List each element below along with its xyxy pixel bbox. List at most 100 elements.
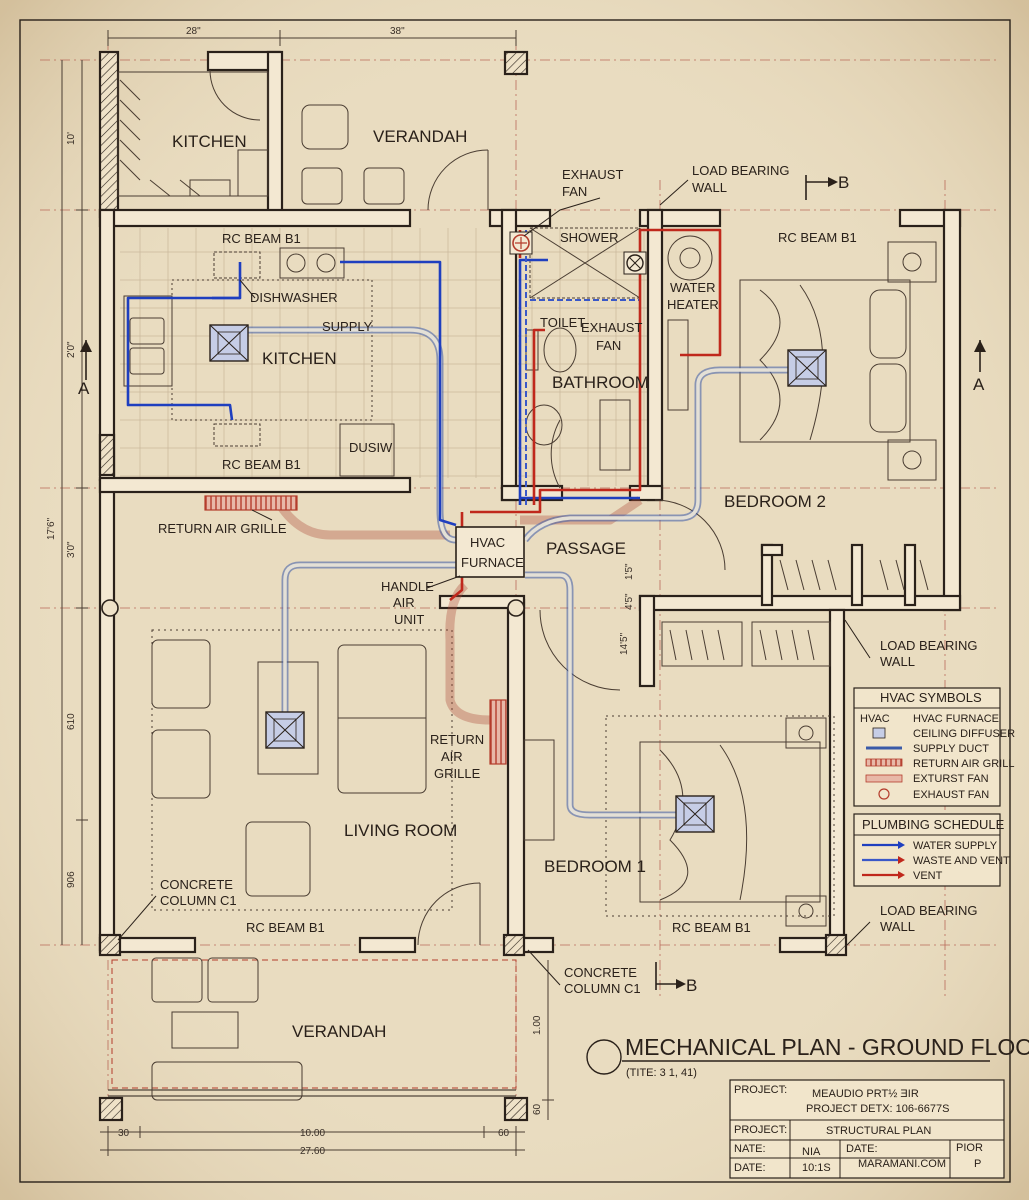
rc-beam-bedroom1: RC BEAM B1: [672, 920, 751, 935]
verandah-furniture: [151, 957, 303, 1101]
load-bearing-top-1: LOAD BEARING: [692, 163, 790, 178]
dim-left-overall: 17'6": [46, 517, 57, 540]
ceiling-diffuser-bedroom2: [787, 349, 827, 387]
tb-date2-value: 10:1S: [802, 1162, 831, 1174]
hvac-legend-item: EXHAUST FAN: [913, 789, 989, 801]
section-a-left-label: A: [78, 379, 90, 398]
room-bedroom1: BEDROOM 1: [544, 857, 646, 876]
tb-date-value-right: MARAMANI.COM: [858, 1158, 946, 1170]
room-passage: PASSAGE: [546, 539, 626, 558]
section-marker-a-left: A: [78, 340, 92, 398]
tb-date2-label: DATE:: [734, 1162, 766, 1174]
dishwasher-label: DISHWASHER: [250, 290, 338, 305]
closets: [661, 559, 929, 667]
hvac-furnace-unit: HVAC FURNACE: [455, 526, 525, 578]
dim-right-2: 60: [532, 1103, 543, 1115]
bedroom1-furniture: [523, 715, 835, 927]
room-verandah-bottom: VERANDAH: [292, 1022, 386, 1041]
rc-beam-living: RC BEAM B1: [246, 920, 325, 935]
exhaust-fan-top-label-1: EXHAUST: [562, 167, 623, 182]
concrete-column-left-1: CONCRETE: [160, 877, 233, 892]
room-bedroom2: BEDROOM 2: [724, 492, 826, 511]
plumbing-legend-title: PLUMBING SCHEDULE: [862, 817, 1005, 832]
exhaust-fan-icon: [878, 788, 890, 800]
handle-air-unit-label-2: AIR: [393, 595, 415, 610]
return-air-grille-mid: [489, 699, 507, 765]
tb-nate-label: NATE:: [734, 1143, 766, 1155]
kitchen-counters: [123, 247, 395, 477]
exturst-fan-icon: [865, 774, 903, 783]
room-verandah-top: VERANDAH: [373, 127, 467, 146]
hvac-legend-item: RETURN AIR GRILL: [913, 758, 1014, 770]
room-kitchen: KITCHEN: [262, 349, 337, 368]
section-a-right-label: A: [973, 375, 985, 394]
return-air-grille-mid-label-3: GRILLE: [434, 766, 481, 781]
dim-passage-2: 4'5": [624, 593, 635, 610]
dim-bottom-b: 10.00: [300, 1128, 325, 1139]
kitchen-upper-cabinets: [117, 71, 269, 197]
hvac-legend-symbol-hvac: HVAC: [860, 713, 890, 725]
living-furniture: [151, 629, 453, 911]
dim-left-2: 2'0": [66, 341, 77, 358]
plumbing-legend-item: VENT: [913, 870, 943, 882]
drawing-title-text: MECHANICAL PLAN - GROUND FLOOR: [625, 1034, 1029, 1060]
exhaust-fan-bath-label-1: EXHAUST: [581, 320, 642, 335]
exhaust-fan-top-label-2: FAN: [562, 184, 587, 199]
dim-passage-1: 1'5": [624, 563, 635, 580]
handle-air-unit-label-3: UNIT: [394, 612, 424, 627]
sheet-border: [19, 19, 1011, 1183]
section-b-top-label: B: [838, 173, 849, 192]
section-marker-b-bottom: B: [655, 962, 697, 995]
hvac-legend: HVAC SYMBOLS HVAC HVAC FURNACE CEILING D…: [853, 687, 1015, 807]
tb-date-label: DATE:: [846, 1143, 878, 1155]
concrete-column-bot-1: CONCRETE: [564, 965, 637, 980]
return-air-grille-top-label: RETURN AIR GRILLE: [158, 521, 287, 536]
hvac-legend-title: HVAC SYMBOLS: [880, 690, 982, 705]
tb-project2-label: PROJECT:: [734, 1124, 787, 1136]
room-bathroom: BATHROOM: [552, 373, 649, 392]
bottom-dimensions: 30 10.00 60 27.60: [100, 1126, 525, 1157]
hvac-legend-item: HVAC FURNACE: [913, 713, 999, 725]
verandah-lines: [108, 959, 517, 1097]
room-living: LIVING ROOM: [344, 821, 457, 840]
dim-left-3: 3'0": [66, 541, 77, 558]
hvac-legend-item: CEILING DIFFUSER: [913, 728, 1015, 740]
dim-left-4: 610: [66, 713, 77, 730]
section-marker-b-top: B: [805, 173, 849, 200]
return-air-grille-mid-label-1: RETURN: [430, 732, 484, 747]
dim-top-a: 28": [186, 26, 201, 37]
door-swings: [209, 69, 726, 946]
walls: [98, 50, 962, 1122]
title-block: PROJECT: MEAUDIO PRT½ ƎIR PROJECT DETX: …: [729, 1079, 1005, 1179]
tb-project2-value: STRUCTURAL PLAN: [826, 1125, 931, 1137]
drawing-title: MECHANICAL PLAN - GROUND FLOOR (TITE: 3 …: [586, 1034, 1029, 1079]
water-heater-label-2: HEATER: [667, 297, 719, 312]
water-heater: [667, 235, 713, 411]
rc-beam-kitchen-top: RC BEAM B1: [222, 231, 301, 246]
dim-bottom-a: 30: [118, 1128, 130, 1139]
toilet-label: TOILET: [540, 315, 585, 330]
tb-project-name: MEAUDIO PRT½ ƎIR: [812, 1088, 919, 1100]
section-marker-a-right: A: [973, 340, 986, 394]
plumbing-legend: PLUMBING SCHEDULE WATER SUPPLY WASTE AND…: [853, 813, 1010, 887]
return-air-grille-top: [204, 495, 298, 511]
load-bearing-bot-1: LOAD BEARING: [880, 903, 978, 918]
return-air-grille-mid-label-2: AIR: [441, 749, 463, 764]
left-dimensions: 10' 2'0" 3'0" 17'6" 610 906: [46, 60, 88, 945]
hvac-legend-item: EXTURST FAN: [913, 773, 989, 785]
rc-beam-bedroom2: RC BEAM B1: [778, 230, 857, 245]
shower-label: SHOWER: [560, 230, 619, 245]
load-bearing-top-2: WALL: [692, 180, 727, 195]
handle-air-unit-label-1: HANDLE: [381, 579, 434, 594]
water-heater-label-1: WATER: [670, 280, 716, 295]
verandah-top-chairs: [301, 104, 405, 205]
return-grill-icon: [865, 758, 903, 767]
dusiw-label: DUSIW: [349, 440, 393, 455]
hvac-furnace-label-1: HVAC: [470, 535, 505, 550]
leader-lines: [117, 179, 871, 986]
ceiling-diffuser-kitchen: [209, 324, 249, 362]
diffuser-icon: [872, 727, 886, 739]
section-b-bottom-label: B: [686, 976, 697, 995]
load-bearing-bot-2: WALL: [880, 919, 915, 934]
hvac-furnace-label-2: FURNACE: [461, 555, 524, 570]
